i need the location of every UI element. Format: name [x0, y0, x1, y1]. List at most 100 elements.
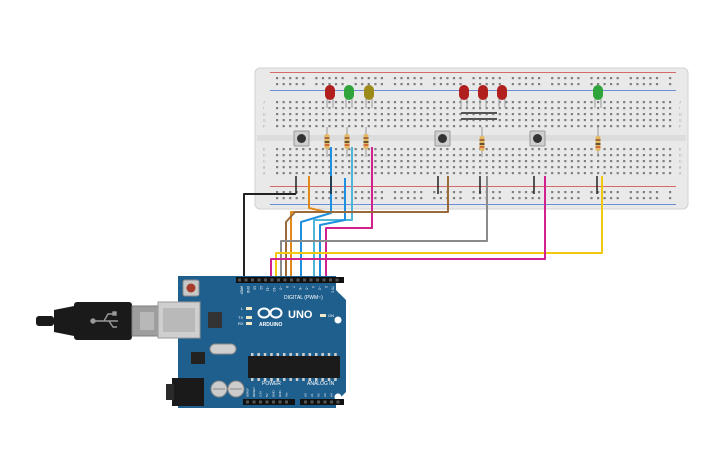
breadboard-hole[interactable] — [334, 148, 338, 151]
breadboard-hole[interactable] — [669, 148, 672, 151]
breadboard-hole[interactable] — [590, 107, 593, 110]
breadboard-hole[interactable] — [328, 83, 331, 86]
breadboard-hole[interactable] — [413, 166, 416, 169]
breadboard-hole[interactable] — [610, 160, 613, 163]
breadboard-hole[interactable] — [334, 166, 338, 169]
breadboard-hole[interactable] — [492, 160, 495, 163]
breadboard-hole[interactable] — [498, 125, 501, 128]
breadboard-hole[interactable] — [334, 154, 338, 157]
breadboard-hole[interactable] — [354, 119, 357, 122]
breadboard-hole[interactable] — [465, 119, 469, 122]
breadboard-hole[interactable] — [597, 125, 600, 128]
breadboard-hole[interactable] — [531, 166, 534, 169]
breadboard-hole[interactable] — [380, 83, 383, 86]
breadboard-hole[interactable] — [616, 172, 619, 175]
breadboard-hole[interactable] — [446, 113, 449, 116]
breadboard-hole[interactable] — [374, 154, 377, 157]
breadboard-hole[interactable] — [577, 119, 580, 122]
breadboard-hole[interactable] — [544, 148, 547, 151]
breadboard-hole[interactable] — [393, 191, 397, 194]
breadboard-hole[interactable] — [642, 197, 645, 200]
breadboard-hole[interactable] — [564, 83, 567, 86]
breadboard-hole[interactable] — [420, 101, 423, 104]
breadboard-hole[interactable] — [393, 119, 397, 122]
breadboard-hole[interactable] — [577, 160, 580, 163]
breadboard-hole[interactable] — [570, 197, 573, 200]
breadboard-hole[interactable] — [531, 101, 534, 104]
breadboard-hole[interactable] — [420, 107, 423, 110]
breadboard-hole[interactable] — [302, 154, 305, 157]
breadboard-hole[interactable] — [446, 107, 449, 110]
breadboard-hole[interactable] — [629, 113, 632, 116]
breadboard-hole[interactable] — [511, 83, 514, 86]
breadboard-hole[interactable] — [472, 172, 475, 175]
breadboard-hole[interactable] — [387, 119, 390, 122]
breadboard-hole[interactable] — [420, 160, 423, 163]
breadboard-hole[interactable] — [400, 166, 403, 169]
breadboard-hole[interactable] — [282, 113, 285, 116]
breadboard-hole[interactable] — [623, 101, 626, 104]
breadboard-hole[interactable] — [295, 172, 298, 175]
breadboard-hole[interactable] — [544, 154, 547, 157]
breadboard-hole[interactable] — [603, 148, 606, 151]
breadboard-hole[interactable] — [616, 148, 619, 151]
breadboard-hole[interactable] — [479, 83, 482, 86]
breadboard-hole[interactable] — [354, 101, 357, 104]
breadboard-hole[interactable] — [374, 166, 377, 169]
breadboard-hole[interactable] — [557, 166, 560, 169]
breadboard-hole[interactable] — [655, 191, 659, 194]
breadboard-hole[interactable] — [334, 119, 338, 122]
breadboard-hole[interactable] — [315, 77, 318, 80]
breadboard-hole[interactable] — [590, 191, 593, 194]
breadboard-hole[interactable] — [479, 113, 482, 116]
breadboard-hole[interactable] — [387, 107, 390, 110]
breadboard-hole[interactable] — [367, 119, 370, 122]
breadboard-hole[interactable] — [328, 154, 331, 157]
breadboard-hole[interactable] — [413, 154, 416, 157]
breadboard-hole[interactable] — [315, 172, 318, 175]
breadboard-hole[interactable] — [557, 125, 560, 128]
breadboard-hole[interactable] — [321, 113, 325, 116]
breadboard-hole[interactable] — [577, 148, 580, 151]
breadboard-hole[interactable] — [289, 101, 292, 104]
breadboard-hole[interactable] — [380, 125, 383, 128]
breadboard-hole[interactable] — [597, 197, 600, 200]
breadboard-hole[interactable] — [452, 125, 456, 128]
breadboard-hole[interactable] — [505, 154, 508, 157]
breadboard-hole[interactable] — [393, 160, 397, 163]
breadboard-hole[interactable] — [629, 148, 632, 151]
breadboard-hole[interactable] — [328, 197, 331, 200]
breadboard-hole[interactable] — [361, 83, 364, 86]
breadboard-hole[interactable] — [341, 113, 344, 116]
breadboard-hole[interactable] — [334, 101, 338, 104]
breadboard-hole[interactable] — [524, 107, 528, 110]
breadboard-hole[interactable] — [276, 197, 279, 200]
breadboard-hole[interactable] — [315, 113, 318, 116]
breadboard-hole[interactable] — [465, 172, 469, 175]
breadboard-hole[interactable] — [413, 83, 416, 86]
breadboard-hole[interactable] — [367, 107, 370, 110]
breadboard-hole[interactable] — [459, 172, 462, 175]
breadboard-hole[interactable] — [557, 154, 560, 157]
breadboard-hole[interactable] — [400, 113, 403, 116]
breadboard-hole[interactable] — [374, 172, 377, 175]
breadboard-hole[interactable] — [662, 119, 665, 122]
breadboard-hole[interactable] — [276, 125, 279, 128]
breadboard-hole[interactable] — [642, 107, 645, 110]
resistor-2[interactable] — [344, 127, 350, 157]
breadboard-hole[interactable] — [511, 172, 514, 175]
breadboard-hole[interactable] — [610, 166, 613, 169]
digital-pin-socket[interactable] — [322, 278, 326, 282]
breadboard-hole[interactable] — [407, 172, 410, 175]
breadboard-hole[interactable] — [629, 197, 632, 200]
breadboard-hole[interactable] — [518, 83, 521, 86]
breadboard-hole[interactable] — [334, 125, 338, 128]
breadboard-hole[interactable] — [636, 191, 639, 194]
breadboard-hole[interactable] — [551, 77, 554, 80]
breadboard-hole[interactable] — [439, 154, 442, 157]
breadboard-hole[interactable] — [597, 113, 600, 116]
breadboard-hole[interactable] — [315, 119, 318, 122]
digital-pin-socket[interactable] — [244, 278, 248, 282]
breadboard-hole[interactable] — [544, 160, 547, 163]
breadboard-hole[interactable] — [407, 107, 410, 110]
